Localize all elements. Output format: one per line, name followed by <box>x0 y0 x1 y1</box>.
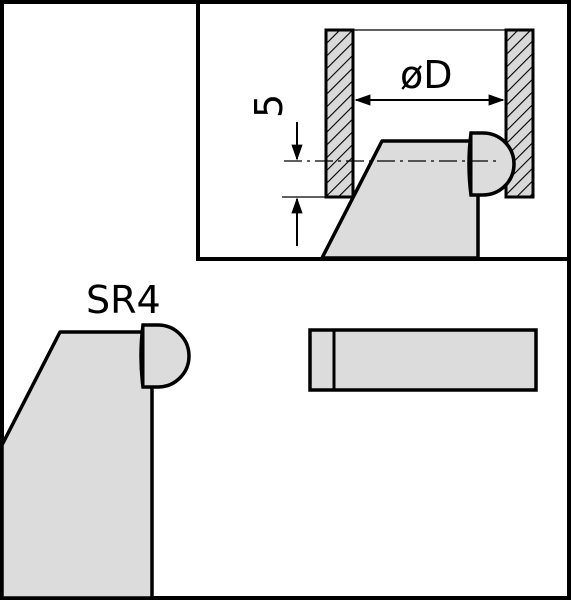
detail-anvil-tip <box>320 131 516 260</box>
detail-ball-contact <box>467 131 516 197</box>
main-ball-contact <box>139 323 191 389</box>
offset-label: 5 <box>247 94 291 118</box>
ball-radius-label: SR4 <box>86 278 161 322</box>
ring-wall-left <box>324 28 355 199</box>
diameter-label: øD <box>400 53 453 97</box>
gauge-block <box>308 328 538 392</box>
main-anvil-body <box>0 330 154 600</box>
main-anvil-tip <box>0 323 191 600</box>
